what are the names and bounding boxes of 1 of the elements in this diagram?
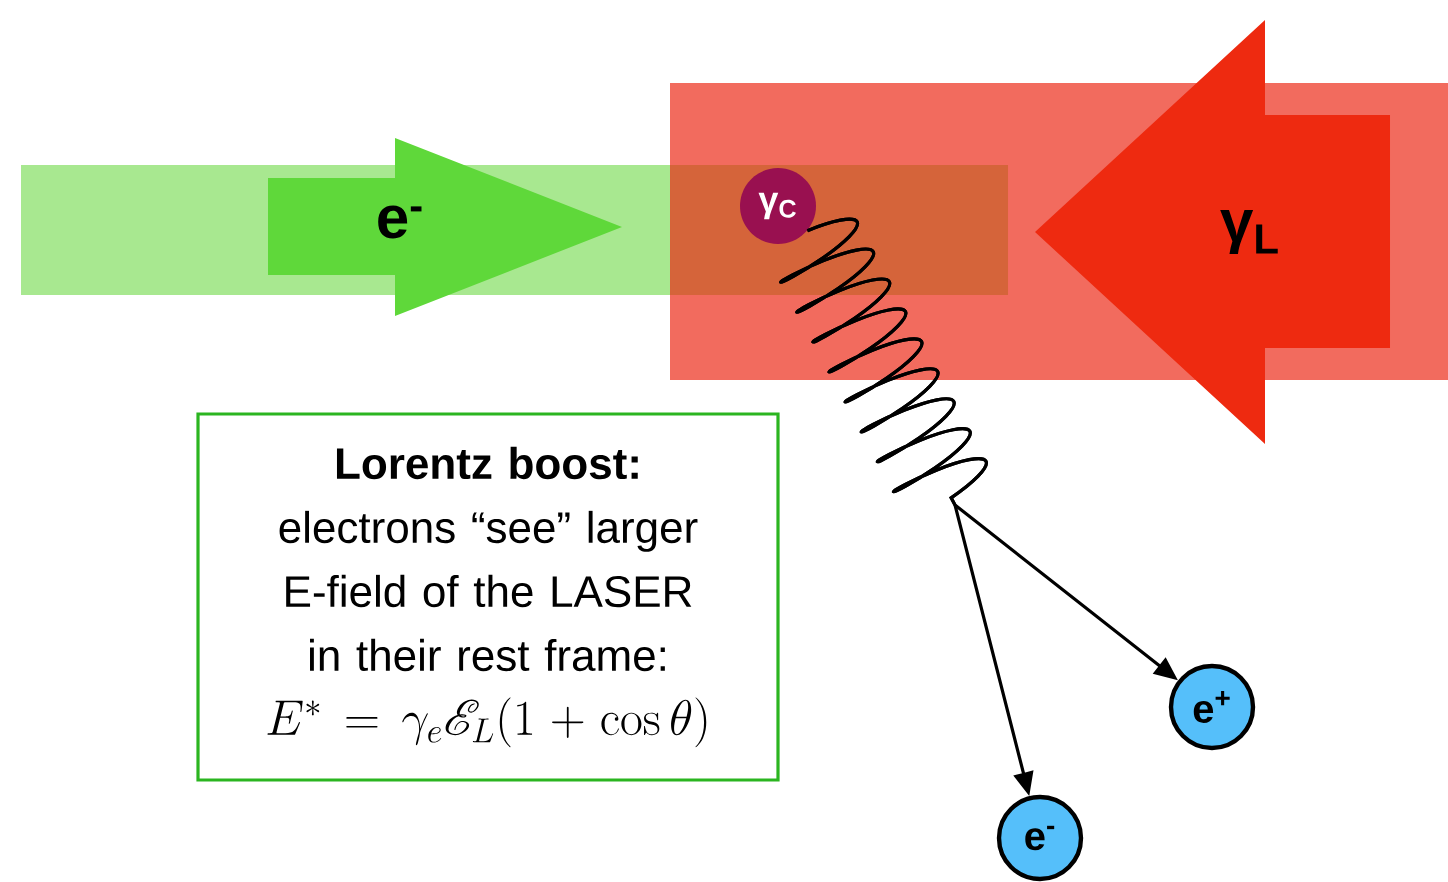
text-box: Lorentz boost: electrons “see” larger E-field of the LASER in their rest frame: $E^* = \gamma_e \mathscr{E}_L(1 + \cos\theta)$: [196, 412, 780, 782]
